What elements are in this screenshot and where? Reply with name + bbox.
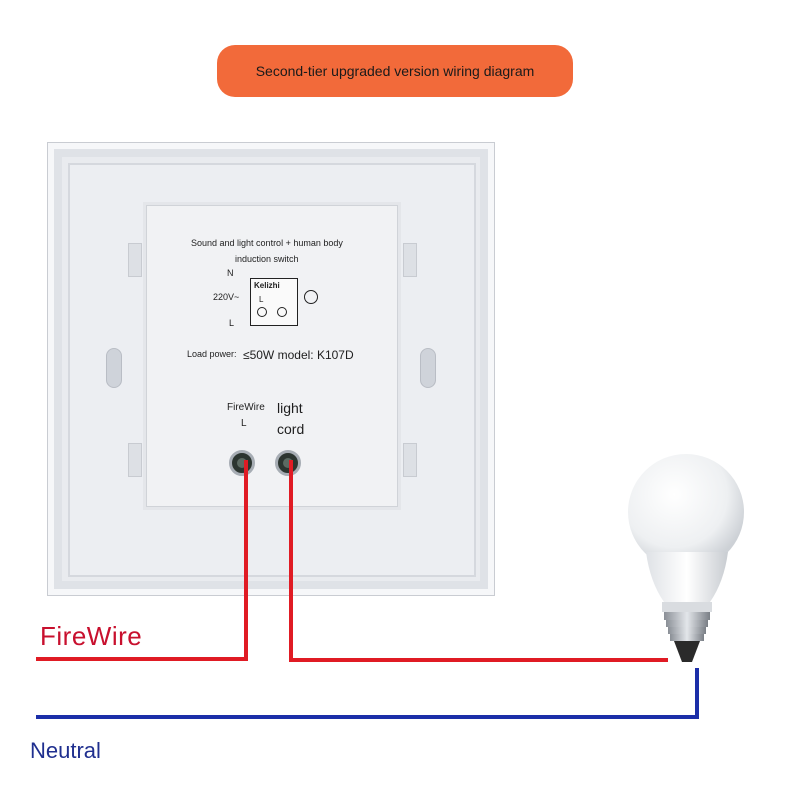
lamp-symbol-icon (304, 290, 318, 304)
firewire-terminal-l: L (241, 418, 247, 429)
light-bulb-icon (628, 452, 748, 672)
load-power-label: Load power: (187, 349, 237, 359)
title-banner: Second-tier upgraded version wiring diag… (217, 45, 573, 97)
mount-slot-left (106, 348, 122, 388)
firewire-wire-label: FireWire (40, 621, 143, 651)
live-wire (36, 460, 248, 661)
label-l-inner: L (259, 295, 264, 304)
brand-label: Kelizhi (254, 281, 280, 290)
terminal-dot-icon (277, 307, 287, 317)
terminal-dot-icon (257, 307, 267, 317)
neutral-wire (36, 668, 699, 719)
label-l-left: L (229, 318, 235, 328)
light-wire (289, 460, 668, 662)
label-voltage: 220V~ (213, 292, 240, 302)
model-label: ≤50W model: K107D (243, 348, 354, 362)
clip-tab (128, 443, 142, 477)
light-cord-line1: light (277, 400, 303, 416)
light-cord-line2: cord (277, 421, 305, 437)
neutral-wire-label: Neutral (30, 738, 101, 763)
light-terminal (275, 450, 301, 476)
clip-tab (403, 443, 417, 477)
mount-slot-right (420, 348, 436, 388)
clip-tab (128, 243, 142, 277)
schematic-box: Kelizhi L (250, 278, 298, 326)
switch-module: Sound and light control + human body ind… (146, 205, 398, 507)
firewire-terminal-label: FireWire (227, 402, 265, 413)
module-title-line2: induction switch (235, 254, 299, 264)
module-title-line1: Sound and light control + human body (191, 238, 343, 248)
label-n: N (227, 268, 234, 278)
switch-back-plate: Sound and light control + human body ind… (47, 142, 495, 596)
title-text: Second-tier upgraded version wiring diag… (255, 63, 535, 79)
clip-tab (403, 243, 417, 277)
firewire-terminal (229, 450, 255, 476)
